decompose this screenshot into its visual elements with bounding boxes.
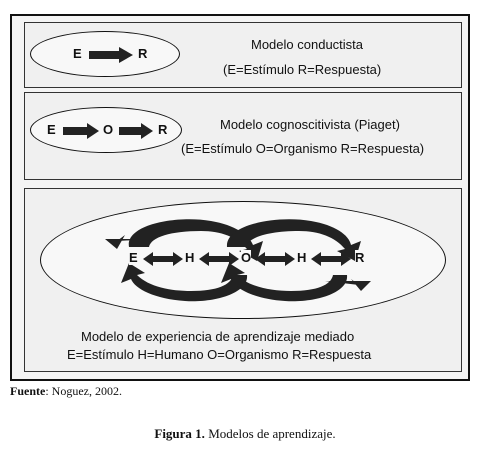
node-h: H	[185, 250, 195, 265]
double-arrow-icon	[255, 252, 295, 266]
node-e: E	[47, 122, 56, 137]
mediado-title: Modelo de experiencia de aprendizaje med…	[81, 329, 355, 344]
node-o: O	[241, 250, 252, 265]
mediado-legend: E=Estímulo H=Humano O=Organismo R=Respue…	[67, 347, 372, 362]
source-line: Fuente: Noguez, 2002.	[10, 384, 122, 399]
node-h: H	[297, 250, 307, 265]
source-text: : Noguez, 2002.	[45, 384, 122, 398]
arrow-right-icon	[119, 123, 153, 139]
cognoscitivista-legend: (E=Estímulo O=Organismo R=Respuesta)	[181, 141, 425, 156]
node-e: E	[73, 46, 82, 61]
arrow-right-icon	[89, 47, 133, 63]
double-arrow-icon	[199, 252, 239, 266]
arrow-right-icon	[63, 123, 99, 139]
cognoscitivista-ellipse	[30, 107, 182, 153]
figure-frame: E R Modelo conductista (E=Estímulo R=Res…	[10, 14, 470, 381]
source-label: Fuente	[10, 384, 46, 398]
panel-mediado: E H O H R Modelo de experiencia de apren…	[24, 188, 462, 372]
node-r: R	[138, 46, 148, 61]
double-arrow-icon	[143, 252, 183, 266]
figure-caption: Figura 1. Modelos de aprendizaje.	[0, 426, 490, 442]
cognoscitivista-title: Modelo cognoscitivista (Piaget)	[220, 117, 400, 132]
caption-text: Modelos de aprendizaje.	[204, 426, 336, 441]
cycle-arrows-icon	[105, 219, 371, 302]
conductista-title: Modelo conductista	[251, 37, 364, 52]
node-r: R	[355, 250, 365, 265]
node-e: E	[129, 250, 138, 265]
conductista-legend: (E=Estímulo R=Respuesta)	[223, 62, 382, 77]
caption-label: Figura 1.	[154, 426, 205, 441]
node-r: R	[158, 122, 168, 137]
panel-conductista: E R Modelo conductista (E=Estímulo R=Res…	[24, 22, 462, 88]
panel-cognoscitivista: E O R Modelo cognoscitivista (Piaget) (E…	[24, 92, 462, 180]
node-o: O	[103, 122, 114, 137]
double-arrow-icon	[311, 252, 351, 266]
